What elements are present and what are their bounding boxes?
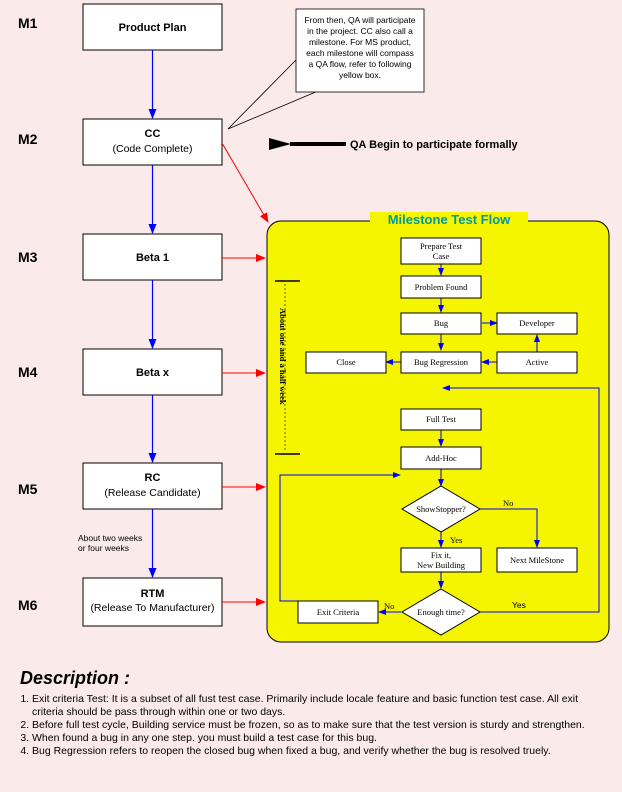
description-item: Bug Regression refers to reopen the clos… [32, 745, 608, 758]
milestone-label-m5: M5 [18, 481, 38, 497]
description-list: Exit criteria Test: It is a subset of al… [18, 693, 608, 758]
flow-node-bug-regression: Bug Regression [400, 351, 482, 374]
milestone-box-subtitle: (Release Candidate) [104, 487, 200, 499]
edge-label-showstopper-no: No [503, 498, 513, 508]
description-heading: Description : [20, 668, 131, 688]
flow-node-label: Active [526, 357, 549, 367]
flow-node-label: Add-Hoc [425, 453, 457, 463]
milestone-test-flow: Milestone Test Flow About one and a half… [266, 212, 610, 643]
note-line: each milestone will compass [306, 48, 414, 58]
rc-rtm-gap-label: About two weeks [78, 533, 142, 543]
note-line: milestone. For MS product, [309, 37, 411, 47]
milestone-box-title: CC [145, 128, 161, 140]
flow-node-label: Enough time? [417, 607, 465, 617]
flow-node-label: Full Test [426, 414, 456, 424]
flow-decision-showstopper: ShowStopper? [401, 485, 481, 533]
milestone-label-m2: M2 [18, 131, 38, 147]
milestone-diagram: M1 M2 M3 M4 M5 M6 Product Plan CC (Code … [18, 3, 610, 643]
milestone-label-m4: M4 [18, 364, 38, 380]
flow-node-add-hoc: Add-Hoc [400, 446, 482, 470]
note-line: yellow box. [339, 70, 381, 80]
flow-node-active: Active [496, 351, 578, 374]
flow-node-label: Exit Criteria [317, 607, 359, 617]
description-item: When found a bug in any one step. you mu… [32, 732, 608, 745]
flow-decision-enough-time: Enough time? [401, 588, 481, 636]
flow-node-full-test: Full Test [400, 408, 482, 431]
qa-begin-label: QA Begin to participate formally [350, 139, 519, 151]
note-line: From then, QA will participate [304, 15, 415, 25]
flow-node-close: Close [305, 351, 387, 374]
milestone-box-title: RC [145, 472, 161, 484]
milestone-box-title: Product Plan [119, 22, 187, 34]
flow-node-bug: Bug [400, 312, 482, 335]
flow-node-label: Developer [519, 318, 555, 328]
description-item: Exit criteria Test: It is a subset of al… [32, 693, 608, 719]
milestone-box-title: Beta 1 [136, 252, 169, 264]
milestone-label-m3: M3 [18, 249, 38, 265]
flow-node-developer: Developer [496, 312, 578, 335]
duration-label: About one and a half week [278, 308, 288, 405]
flow-node-label: Problem Found [415, 282, 468, 292]
flow-node-label: Case [433, 251, 450, 261]
flow-node-label: Bug [434, 318, 449, 328]
flow-node-problem-found: Problem Found [400, 275, 482, 299]
milestone-box-title: Beta x [136, 367, 170, 379]
milestone-box-rtm: RTM (Release To Manufacturer) [82, 577, 223, 627]
milestone-box-cc: CC (Code Complete) [82, 118, 223, 166]
flow-node-label: Next MileStone [510, 555, 564, 565]
milestone-box-subtitle: (Code Complete) [113, 143, 193, 155]
flow-node-label: Prepare Test [420, 241, 463, 251]
flow-node-exit-criteria: Exit Criteria [297, 600, 379, 624]
flow-node-label: Close [336, 357, 356, 367]
description-item: Before full test cycle, Building service… [32, 719, 608, 732]
milestone-box-rc: RC (Release Candidate) [82, 462, 223, 510]
qa-begin-arrow: QA Begin to participate formally [269, 138, 519, 151]
flow-node-next-milestone: Next MileStone [496, 547, 578, 573]
note-line: in the project. CC also call a [307, 26, 413, 36]
milestone-box-title: RTM [141, 588, 165, 600]
note-callout: From then, QA will participate in the pr… [227, 8, 425, 130]
flow-node-label: ShowStopper? [416, 504, 466, 514]
flow-node-label: Fix it, [431, 550, 451, 560]
milestone-label-m6: M6 [18, 597, 38, 613]
flow-connectors [279, 264, 600, 615]
milestone-box-subtitle: (Release To Manufacturer) [90, 602, 214, 614]
red-arrows [221, 142, 269, 606]
flow-node-label: New Building [417, 560, 466, 570]
flow-title: Milestone Test Flow [388, 212, 511, 227]
description-section: Description : Exit criteria Test: It is … [18, 668, 608, 758]
milestone-label-m1: M1 [18, 15, 38, 31]
flow-node-label: Bug Regression [414, 357, 469, 367]
flow-node-fix-it: Fix it, New Building [400, 547, 482, 573]
milestone-box-product-plan: Product Plan [82, 3, 223, 51]
milestone-box-beta-1: Beta 1 [82, 233, 223, 281]
edge-label-enough-time-no: No [384, 601, 394, 611]
note-line: a QA flow, refer to following [309, 59, 412, 69]
rc-rtm-gap-label: or four weeks [78, 543, 129, 553]
edge-label-enough-time-yes: Yes [512, 600, 526, 610]
flow-node-prepare-test-case: Prepare Test Case [400, 237, 482, 265]
milestone-box-beta-x: Beta x [82, 348, 223, 396]
edge-label-showstopper-yes: Yes [450, 535, 462, 545]
